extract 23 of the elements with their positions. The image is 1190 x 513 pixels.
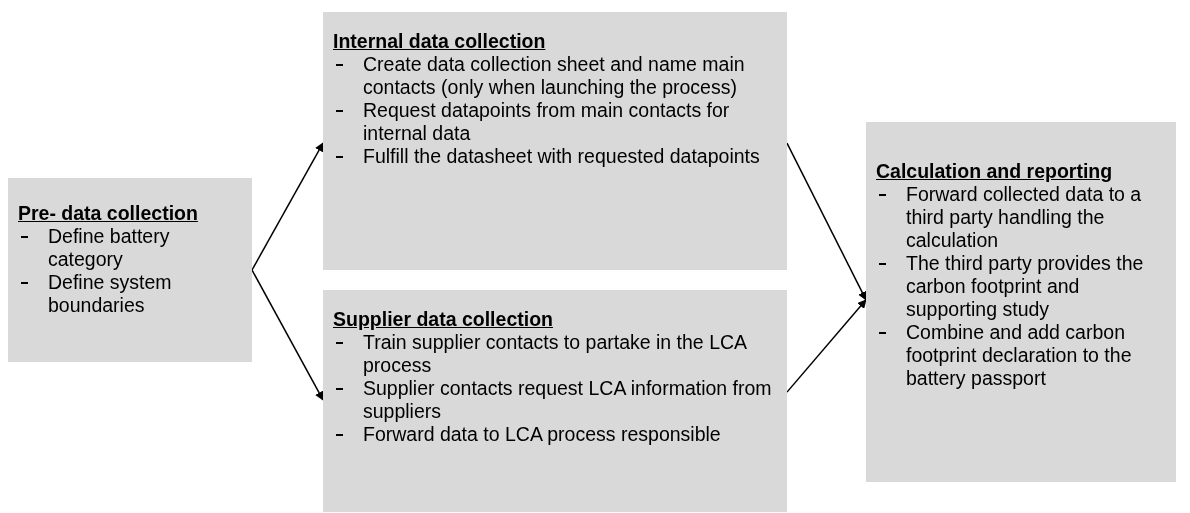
box-heading: Pre- data collection [18, 202, 199, 225]
process-box [323, 12, 787, 270]
bullet-text: Create data collection sheet and name main contacts (only when launching the process) [363, 53, 746, 99]
arrow [786, 299, 867, 393]
bullet-text: The third party provides the carbon footprint and supporting study [906, 252, 1145, 321]
process-box [8, 178, 252, 362]
arrow [251, 269, 324, 401]
process-box [866, 122, 1176, 482]
box-heading: Calculation and reporting [876, 160, 1114, 183]
bullet-text: Forward collected data to a third party handling the calculation [906, 183, 1143, 252]
bullet-text: Train supplier contacts to partake in the LCA process [363, 331, 748, 377]
bullet-text: Supplier contacts request LCA information from suppliers [363, 377, 773, 423]
box-heading: Internal data collection [333, 30, 547, 53]
box-heading: Supplier data collection [333, 308, 554, 331]
bullet-text: Fulfill the datasheet with requested datapoints [363, 145, 760, 168]
bullet-text: Request datapoints from main contacts for internal data [363, 99, 731, 145]
arrow [251, 142, 324, 271]
bullet-text: Forward data to LCA process responsible [363, 423, 721, 446]
bullet-text: Define system boundaries [48, 271, 173, 317]
bullet-text: Combine and add carbon footprint declaration to the battery passport [906, 321, 1133, 390]
process-box [323, 290, 787, 512]
bullet-text: Define battery category [48, 225, 171, 271]
arrow [786, 142, 867, 301]
